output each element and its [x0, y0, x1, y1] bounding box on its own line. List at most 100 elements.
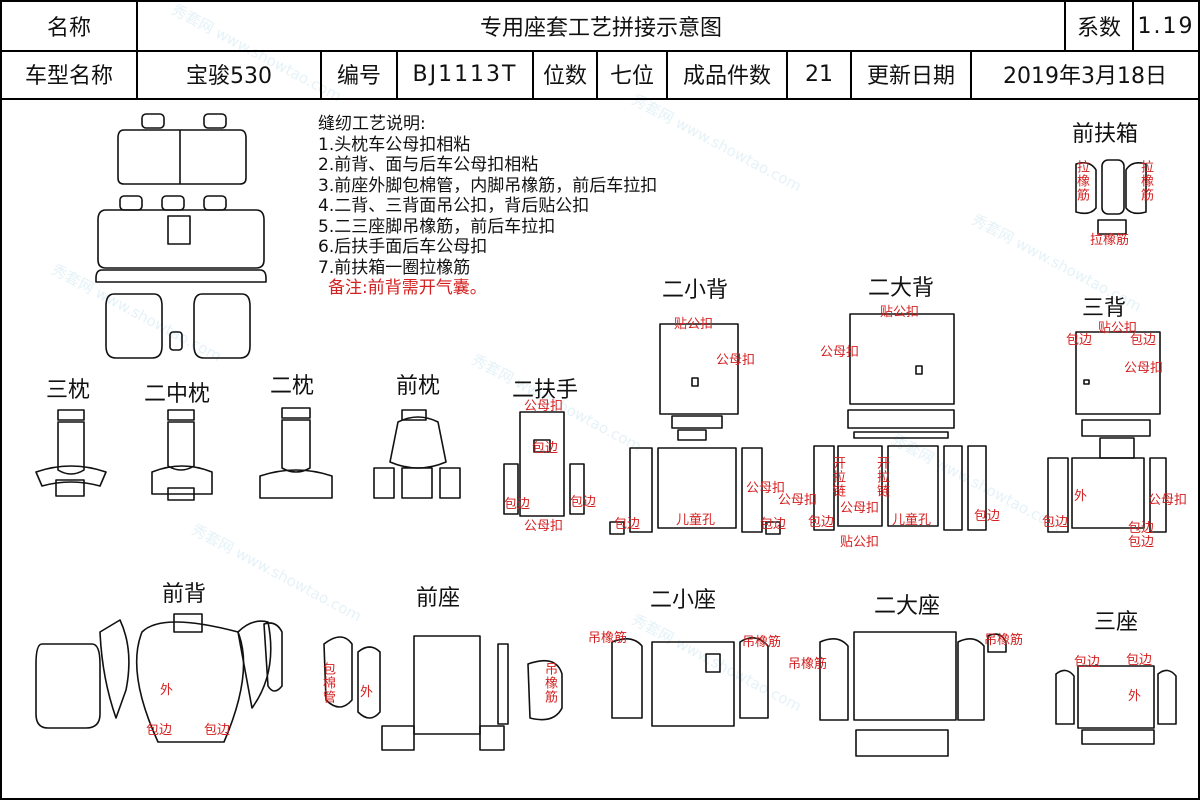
pieces-value: 21 [788, 50, 852, 98]
second-big-back-pieces [813, 313, 987, 531]
third-back-pieces [1047, 331, 1167, 533]
notes-remark: 备注:前背需开气囊。 [328, 278, 487, 298]
annotation-outer: 外 [1074, 489, 1088, 504]
annotation-hem: 包边 [1130, 333, 1157, 348]
annotation-hem: 包边 [1128, 521, 1155, 536]
model-value: 宝骏530 [138, 50, 322, 98]
annotation-open-zip: 开拉链 [830, 456, 845, 498]
annotation-hem: 包边 [532, 441, 559, 456]
annotation-hang-elastic: 吊橡筋 [588, 631, 628, 646]
annotation-hem: 包边 [1126, 653, 1153, 668]
code-label: 编号 [322, 50, 398, 98]
annotation-hang-elastic: 吊橡筋 [788, 657, 828, 672]
annotation-hem: 包边 [204, 723, 231, 738]
annotation-hem: 包边 [974, 509, 1001, 524]
date-value: 2019年3月18日 [1003, 64, 1167, 89]
note-item: 2.前背、面与后车公母扣相粘 [318, 155, 539, 175]
annotation-hem: 包边 [146, 723, 173, 738]
coef-value: 1.19 [1137, 13, 1195, 39]
label-front-back: 前背 [162, 582, 207, 607]
name-label: 名称 [2, 2, 138, 50]
annotation-male-female: 公母扣 [778, 493, 818, 508]
label-third-seat: 三座 [1094, 610, 1139, 635]
pieces-label: 成品件数 [668, 50, 788, 98]
annotation-male-female: 公母扣 [524, 399, 564, 414]
second-small-seat-pieces [611, 637, 769, 727]
annotation-male-female: 公母扣 [840, 501, 880, 516]
annotation-hang-elastic: 吊橡筋 [542, 662, 557, 704]
label-front-box: 前扶箱 [1072, 122, 1139, 147]
note-item: 6.后扶手面后车公母扣 [318, 237, 488, 257]
note-item: 7.前扶箱一圈拉橡筋 [318, 257, 471, 278]
annotation-hang-elastic: 吊橡筋 [984, 633, 1024, 648]
notes-heading: 缝纫工艺说明: [318, 114, 426, 134]
label-second-small-back: 二小背 [662, 278, 729, 303]
annotation-outer: 外 [160, 683, 174, 698]
label-front-seat: 前座 [416, 586, 461, 611]
header-row-1: 名称 专用座套工艺拼接示意图 系数 1.19 [2, 2, 1198, 52]
annotation-tie-male: 贴公扣 [880, 305, 920, 320]
annotation-male-female: 公母扣 [524, 519, 564, 534]
annotation-male-female: 公母扣 [820, 345, 860, 360]
label-second-mid-pillow: 二中枕 [144, 382, 211, 407]
annotation-male-female: 公母扣 [1124, 361, 1164, 376]
header-row-2: 车型名称 宝骏530 编号 BJ1113T 位数 七位 成品件数 21 更新日期… [2, 50, 1198, 100]
label-second-armrest: 二扶手 [512, 378, 579, 403]
seats-label: 位数 [534, 50, 598, 98]
note-item: 4.二背、三背面吊公扣，背后贴公扣 [318, 196, 590, 216]
annotation-pull-elastic: 拉橡筋 [1090, 233, 1130, 248]
annotation-tie-male: 贴公扣 [840, 535, 880, 550]
annotation-hem: 包边 [504, 497, 531, 512]
second-big-seat-pieces [819, 631, 1007, 757]
note-item: 5.二三座脚吊橡筋，前后车拉扣 [318, 216, 556, 237]
label-third-pillow: 三枕 [46, 378, 91, 403]
sewing-notes: 缝纫工艺说明: 1.头枕车公母扣相粘 2.前背、面与后车公母扣相粘 3.前座外脚… [318, 114, 657, 299]
annotation-pull-elastic: 拉橡筋 [1074, 160, 1089, 202]
code-value: BJ1113T [398, 50, 534, 98]
second-armrest-pieces [503, 411, 585, 517]
label-second-big-seat: 二大座 [874, 594, 941, 619]
annotation-hem: 包边 [808, 515, 835, 530]
annotation-male-female: 公母扣 [746, 481, 786, 496]
annotation-hem: 包边 [760, 517, 787, 532]
note-item: 3.前座外脚包棉管，内脚吊橡筋，前后车拉扣 [318, 175, 658, 196]
date-label: 更新日期 [852, 50, 972, 98]
annotation-tie-male: 贴公扣 [1098, 321, 1138, 336]
coef-label: 系数 [1066, 2, 1134, 50]
annotation-child-seat: 儿童孔 [892, 513, 932, 528]
pillow-pieces [35, 407, 461, 501]
note-item: 1.头枕车公母扣相粘 [318, 134, 471, 155]
annotation-hem: 包边 [614, 517, 641, 532]
front-back-pieces [35, 613, 283, 743]
annotation-outer: 外 [360, 685, 374, 700]
annotation-child-seat: 儿童孔 [676, 513, 716, 528]
annotation-pull-elastic: 拉橡筋 [1138, 160, 1153, 202]
annotation-hem: 包边 [1042, 515, 1069, 530]
annotation-outer: 外 [1128, 689, 1142, 704]
label-front-pillow: 前枕 [396, 374, 441, 399]
front-box-pieces [1075, 159, 1147, 235]
page-title: 专用座套工艺拼接示意图 [138, 2, 1066, 50]
seat-overview-illustration [95, 113, 267, 359]
annotation-hang-elastic: 吊橡筋 [742, 635, 782, 650]
annotation-tie-male: 贴公扣 [674, 317, 714, 332]
annotation-hem: 包边 [1074, 655, 1101, 670]
annotation-hem: 包边 [570, 495, 597, 510]
front-seat-pieces [323, 635, 563, 751]
annotation-hem: 包边 [1066, 333, 1093, 348]
label-third-back: 三背 [1082, 296, 1127, 321]
label-second-small-seat: 二小座 [650, 588, 717, 613]
label-second-big-back: 二大背 [868, 276, 935, 301]
annotation-cotton-tube: 包棉管 [320, 662, 335, 704]
annotation-male-female: 公母扣 [716, 353, 756, 368]
annotation-hem: 包边 [1128, 535, 1155, 550]
annotation-open-zip: 开拉链 [874, 456, 889, 498]
model-label: 车型名称 [2, 50, 138, 98]
label-second-pillow: 二枕 [270, 374, 315, 399]
annotation-male-female: 公母扣 [1148, 493, 1188, 508]
third-seat-pieces [1055, 665, 1177, 745]
second-small-back-pieces [609, 323, 781, 535]
seats-value: 七位 [598, 50, 668, 98]
